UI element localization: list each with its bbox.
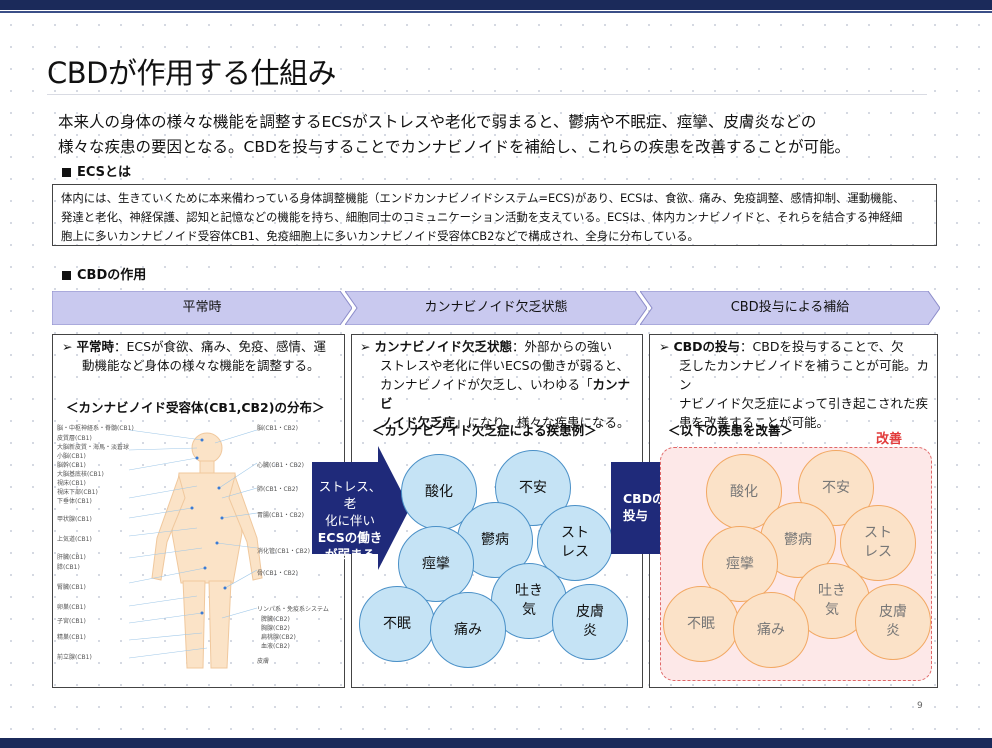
page-number: 9 bbox=[917, 701, 923, 711]
panel3-subtitle: ＜以下の疾患を改善＞ bbox=[668, 423, 794, 438]
square-bullet-icon bbox=[62, 168, 71, 177]
bullet-arrow-icon: ➢ bbox=[360, 339, 375, 354]
improved-circle-pain: 痛み bbox=[733, 592, 809, 668]
bottom-brand-bar bbox=[0, 738, 992, 748]
ecs-line-2: 発達と老化、神経保護、認知と記憶などの機能を持ち、細胞同士のコミュニケーション活… bbox=[61, 210, 903, 224]
top-brand-line bbox=[0, 11, 992, 13]
lead-line-1: 本来人の身体の様々な機能を調整するECSがストレスや老化で弱まると、鬱病や不眠症… bbox=[58, 113, 817, 131]
improved-circle-insomnia: 不眠 bbox=[663, 586, 739, 662]
right-arrow-icon bbox=[312, 446, 410, 570]
disease-circle-stress: スト レス bbox=[537, 505, 613, 581]
panel1-subtitle: ＜カンナビノイド受容体(CB1,CB2)の分布＞ bbox=[66, 400, 325, 415]
slide-title: CBDが作用する仕組み bbox=[47, 56, 336, 90]
ecs-description-box: 体内には、生きていくために本来備わっている身体調整機能（エンドカンナビノイドシス… bbox=[52, 184, 937, 246]
ecs-line-3: 胞上に多いカンナビノイド受容体CB1、免疫細胞上に多いカンナビノイド受容体CB2… bbox=[61, 229, 699, 243]
human-body-figure bbox=[128, 429, 263, 669]
disease-circle-dermatitis: 皮膚 炎 bbox=[552, 584, 628, 660]
ecs-line-1: 体内には、生きていくために本来備わっている身体調整機能（エンドカンナビノイドシス… bbox=[61, 191, 905, 205]
stage-deficiency: カンナビノイド欠乏状態 bbox=[345, 291, 647, 325]
panel2-text: ➢ カンナビノイド欠乏状態：外部からの強い ストレスや老化に伴いECSの働きが弱… bbox=[360, 339, 631, 430]
cbd-heading: CBDの作用 bbox=[62, 264, 146, 283]
disease-circle-pain: 痛み bbox=[430, 592, 506, 668]
square-bullet-icon bbox=[62, 271, 71, 280]
title-rule bbox=[47, 94, 927, 95]
stage-normal: 平常時 bbox=[52, 291, 352, 325]
chevron-shape bbox=[52, 291, 352, 325]
improved-circle-dermatitis: 皮膚 炎 bbox=[855, 584, 931, 660]
stage-cbd-supply: CBD投与による補給 bbox=[640, 291, 940, 325]
bullet-arrow-icon: ➢ bbox=[659, 339, 674, 354]
top-brand-bar bbox=[0, 0, 992, 10]
receptor-distribution-figure: 脳・中枢神経系・脊髄(CB1) 皮質層(CB1) 大脳新皮質・海馬・淡蒼球 小脳… bbox=[57, 418, 343, 680]
improve-label: 改善 bbox=[876, 432, 903, 447]
chevron-shape bbox=[640, 291, 940, 325]
panel2-subtitle: ＜カンナビノイド欠乏症による疾患例＞ bbox=[372, 423, 597, 438]
lead-text: 本来人の身体の様々な機能を調整するECSがストレスや老化で弱まると、鬱病や不眠症… bbox=[58, 110, 938, 160]
ecs-heading: ECSとは bbox=[62, 161, 131, 180]
chevron-shape bbox=[345, 291, 647, 325]
panel1-text: ➢ 平常時：ECSが食欲、痛み、免疫、感情、運 動機能など身体の様々な機能を調整… bbox=[62, 339, 327, 373]
lead-line-2: 様々な疾患の要因となる。CBDを投与することでカンナビノイドを補給し、これらの疾… bbox=[58, 138, 850, 156]
bullet-arrow-icon: ➢ bbox=[62, 339, 77, 354]
stress-arrow: ストレス、老 化に伴い ECSの働き が弱まる bbox=[312, 446, 410, 570]
disease-circle-insomnia: 不眠 bbox=[359, 586, 435, 662]
panel3-text: ➢ CBDの投与：CBDを投与することで、欠 乏したカンナビノイドを補うことが可… bbox=[659, 339, 930, 430]
